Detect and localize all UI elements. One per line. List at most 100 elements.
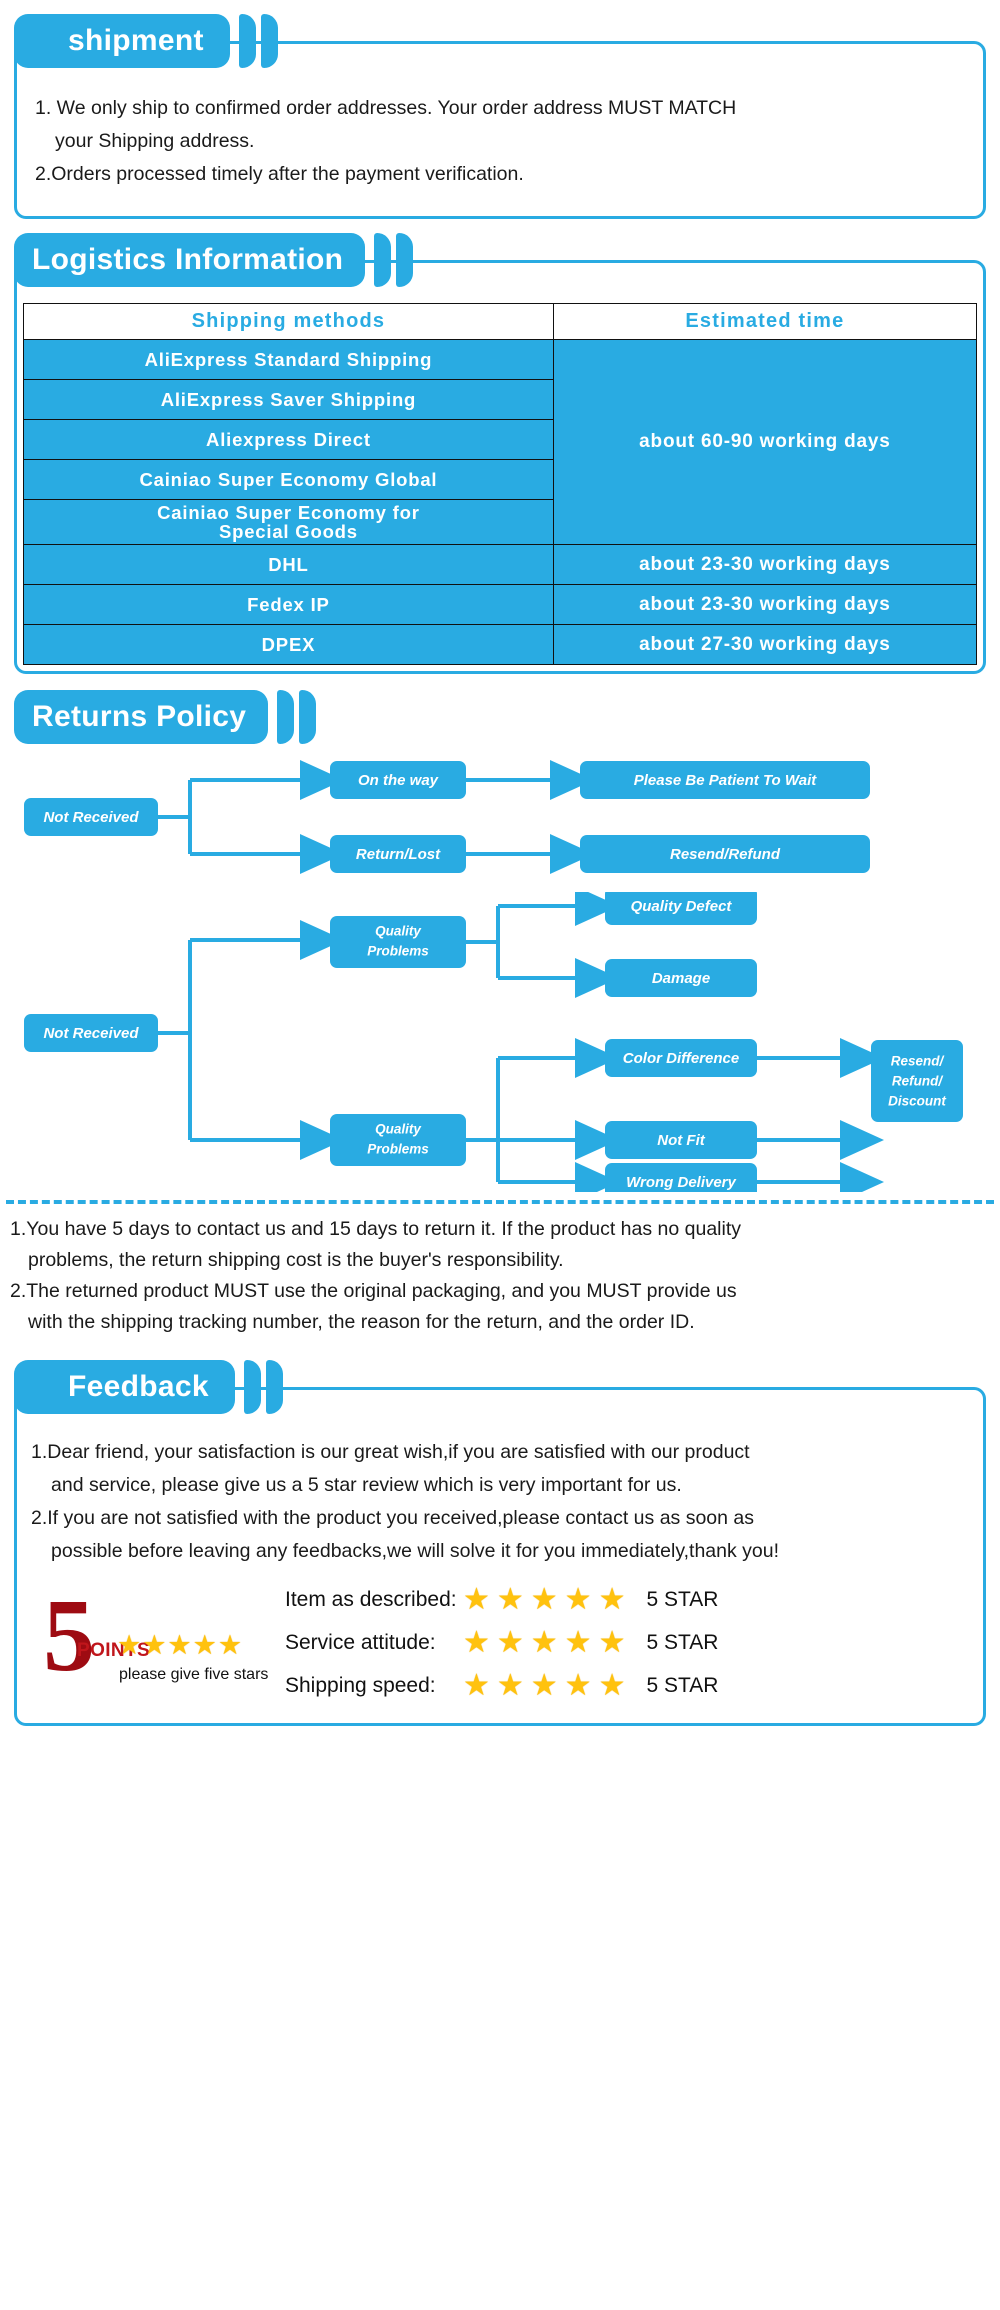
cell-method: Fedex IP: [23, 584, 554, 625]
feedback-line-1-cont: and service, please give us a 5 star rev…: [51, 1474, 682, 1496]
five-points-badge: 5 POINTS ★★★★★ please give five stars: [39, 1583, 285, 1704]
flow-node-label: Wrong Delivery: [626, 1174, 736, 1191]
shipment-text: 1. We only ship to confirmed order addre…: [35, 92, 965, 191]
returns-notes: 1.You have 5 days to contact us and 15 d…: [10, 1214, 990, 1338]
cell-estimated-time: about 23-30 working days: [552, 584, 978, 625]
rating-row: Service attitude: ★★★★★ 5 STAR: [285, 1623, 969, 1662]
cell-method: Cainiao Super Economy Global: [23, 459, 554, 500]
flow-node-wrong-delivery: [605, 1163, 757, 1192]
shipment-section: shipment 1. We only ship to confirmed or…: [14, 14, 986, 219]
cell-method: DPEX: [23, 624, 554, 665]
rating-value: 5 STAR: [646, 1630, 719, 1654]
table-row: Aliexpress Direct: [23, 419, 977, 460]
returns-note-2: 2.The returned product MUST use the orig…: [10, 1280, 737, 1302]
flow-node-quality-problems-1: [330, 916, 466, 968]
rating-label: Item as described:: [285, 1587, 457, 1611]
flow-node-label: Please Be Patient To Wait: [634, 772, 818, 789]
product-description-page: shipment 1. We only ship to confirmed or…: [0, 14, 1000, 1726]
shipment-line-1: 1. We only ship to confirmed order addre…: [35, 97, 737, 119]
returns-flow-top: Not Received On the way Please Be Patien…: [14, 758, 986, 878]
ribbon-dash-icon: [260, 14, 278, 68]
badge-caption: please give five stars: [119, 1665, 269, 1683]
cell-estimated-time-grouped: about 60-90 working days: [552, 339, 978, 545]
flow-node-label: Color Difference: [623, 1050, 739, 1067]
returns-flow-bottom: Not Received Quality Problems Quality De…: [14, 892, 986, 1192]
flow-node-label: Quality Defect: [631, 898, 733, 915]
returns-note-1-cont: problems, the return shipping cost is th…: [28, 1249, 564, 1271]
cell-estimated-time: about 27-30 working days: [552, 624, 978, 665]
ribbon-dash-icon: [243, 1360, 261, 1414]
ribbon-dash-icon: [396, 233, 414, 287]
ribbon-dash-icon: [374, 233, 392, 287]
ribbon-dash-icon: [265, 1360, 283, 1414]
table-row: Cainiao Super Economy Global: [23, 459, 977, 500]
feedback-ribbon: Feedback: [14, 1360, 986, 1414]
shipment-title: shipment: [14, 14, 230, 68]
rating-row: Item as described: ★★★★★ 5 STAR: [285, 1580, 969, 1619]
flow-node-label: Problems: [367, 1142, 429, 1157]
feedback-text: 1.Dear friend, your satisfaction is our …: [31, 1436, 969, 1568]
feedback-section: Feedback 1.Dear friend, your satisfactio…: [14, 1360, 986, 1726]
shipment-line-3: 2.Orders processed timely after the paym…: [35, 163, 524, 185]
feedback-box: 1.Dear friend, your satisfaction is our …: [14, 1387, 986, 1726]
returns-title: Returns Policy: [14, 690, 269, 744]
flow-node-label: Not Received: [43, 1025, 139, 1042]
badge-stars-icon: ★★★★★: [117, 1629, 244, 1660]
feedback-title: Feedback: [14, 1360, 235, 1414]
flow-node-not-received: [24, 1014, 158, 1052]
shipment-line-2: your Shipping address.: [55, 130, 255, 152]
flow-node-label: Quality: [375, 924, 422, 939]
rating-label: Service attitude:: [285, 1630, 436, 1654]
rating-stars-icon: ★★★★★: [463, 1582, 633, 1616]
shipment-box: 1. We only ship to confirmed order addre…: [14, 41, 986, 219]
table-row: Fedex IP about 23-30 working days: [23, 584, 978, 625]
logistics-box: Shipping methods Estimated time AliExpre…: [14, 260, 986, 674]
cell-method: AliExpress Saver Shipping: [23, 379, 554, 420]
logistics-table-body: AliExpress Standard Shipping about 60-90…: [23, 339, 978, 665]
flow-node-on-the-way: [330, 761, 466, 799]
flow-node-label: Quality: [375, 1122, 422, 1137]
flow-node-label: Not Fit: [657, 1132, 705, 1149]
returns-note-1: 1.You have 5 days to contact us and 15 d…: [10, 1218, 742, 1240]
table-row: AliExpress Standard Shipping about 60-90…: [23, 339, 978, 545]
rating-stars-icon: ★★★★★: [463, 1668, 633, 1702]
table-header-row: Shipping methods Estimated time: [23, 303, 978, 340]
logistics-title: Logistics Information: [14, 233, 366, 287]
flow-node-return-lost: [330, 835, 466, 873]
table-row: DHL about 23-30 working days: [23, 544, 978, 585]
shipment-ribbon: shipment: [14, 14, 986, 68]
ribbon-dash-icon: [277, 690, 295, 744]
flow-node-label: Resend/: [891, 1054, 945, 1069]
flow-node-not-fit: [605, 1121, 757, 1159]
cell-method: Aliexpress Direct: [23, 419, 554, 460]
returns-note-2-cont: with the shipping tracking number, the r…: [28, 1311, 695, 1333]
logistics-table: Shipping methods Estimated time AliExpre…: [23, 303, 978, 665]
flow-node-please-be-patient: [580, 761, 870, 799]
rating-value: 5 STAR: [646, 1673, 719, 1697]
flow-node-label: Problems: [367, 944, 429, 959]
ribbon-dash-icon: [299, 690, 317, 744]
flow-node-label: Resend/Refund: [670, 846, 781, 863]
returns-section: Returns Policy: [14, 690, 986, 744]
table-row: Cainiao Super Economy for Special Goods: [23, 499, 977, 545]
cell-method: Cainiao Super Economy for Special Goods: [23, 499, 554, 545]
flow-node-color-difference: [605, 1039, 757, 1077]
flow-node-label: Not Received: [43, 809, 139, 826]
rating-label: Shipping speed:: [285, 1673, 436, 1697]
rating-stars-icon: ★★★★★: [463, 1625, 633, 1659]
cell-method: DHL: [23, 544, 554, 585]
flow-node-quality-problems-2: [330, 1114, 466, 1166]
logistics-section: Logistics Information Shipping methods E…: [14, 233, 986, 674]
flow-node-resend-refund: [580, 835, 870, 873]
flow-node-not-received: [24, 798, 158, 836]
feedback-line-2-cont: possible before leaving any feedbacks,we…: [51, 1540, 780, 1562]
badge-points-label: POINTS: [77, 1639, 151, 1661]
column-header-estimated-time: Estimated time: [552, 303, 978, 340]
rating-value: 5 STAR: [646, 1587, 719, 1611]
flow-node-quality-defect: [605, 892, 757, 925]
feedback-line-1: 1.Dear friend, your satisfaction is our …: [31, 1441, 750, 1463]
rating-rows: Item as described: ★★★★★ 5 STAR Service …: [285, 1580, 969, 1709]
ratings-area: 5 POINTS ★★★★★ please give five stars It…: [31, 1580, 969, 1709]
flow-node-label: On the way: [358, 772, 439, 789]
flow-node-label: Refund/: [892, 1074, 943, 1089]
